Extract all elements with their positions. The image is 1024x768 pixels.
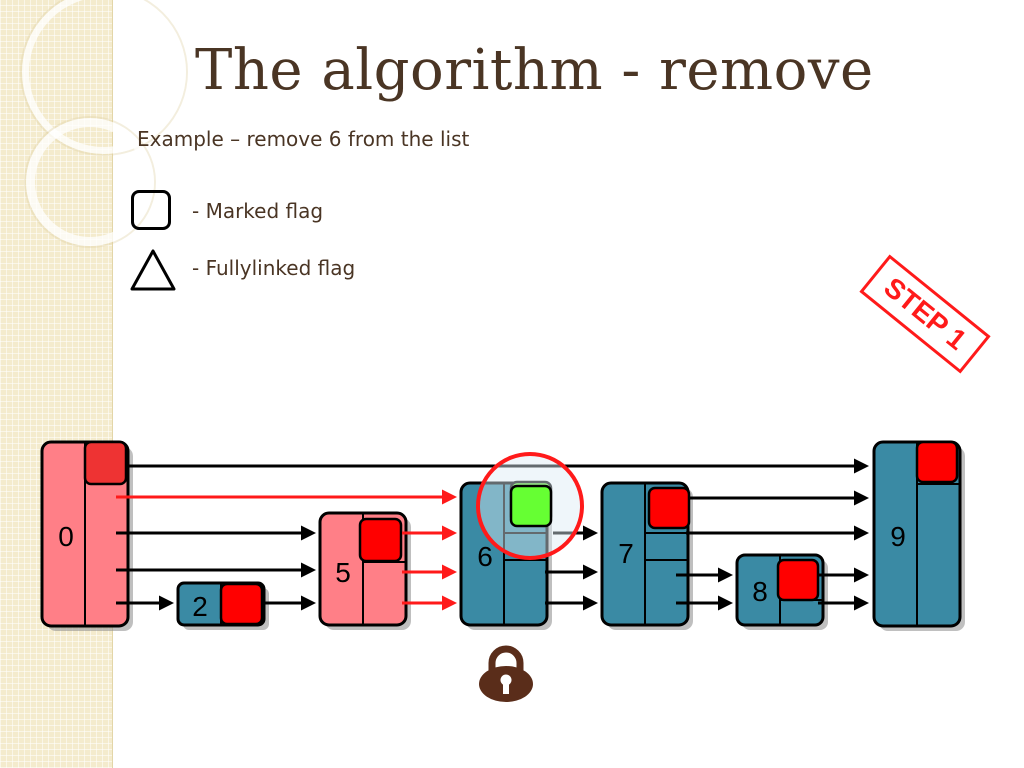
slide-subtitle: Example – remove 6 from the list: [137, 127, 470, 151]
highlight-circle: [476, 452, 584, 560]
node-0: 0: [40, 440, 130, 628]
node-5-label: 5: [335, 557, 351, 588]
node-9-flag: [915, 440, 959, 484]
node-8-flag: [776, 558, 820, 602]
decorative-ring-bottom: [26, 118, 154, 246]
node-8: 8: [735, 553, 825, 627]
legend-marked-label: - Marked flag: [192, 199, 324, 223]
marked-flag-square-icon: [131, 190, 171, 230]
node-8-label: 8: [752, 576, 768, 607]
decorative-sidebar: [0, 0, 186, 768]
lock-icon: [479, 645, 533, 702]
node-0-label: 0: [58, 521, 74, 552]
node-2: 2: [176, 581, 266, 627]
node-5-flag: [358, 517, 403, 563]
legend-fullylinked-label: - Fullylinked flag: [192, 256, 356, 280]
node-9-label: 9: [890, 521, 906, 552]
node-7-flag: [647, 486, 691, 530]
node-5: 5: [318, 511, 408, 627]
node-6-label: 6: [477, 541, 493, 572]
node-2-flag: [219, 582, 264, 626]
node-9: 9: [872, 440, 962, 628]
red-links: [116, 489, 457, 611]
slide-title: The algorithm - remove: [195, 38, 874, 103]
node-2-label: 2: [192, 591, 208, 622]
fullylinked-flag-triangle-icon: [130, 249, 176, 291]
node-0-flag: [83, 440, 128, 486]
node-7-label: 7: [618, 538, 634, 569]
node-7: 7: [600, 481, 691, 627]
